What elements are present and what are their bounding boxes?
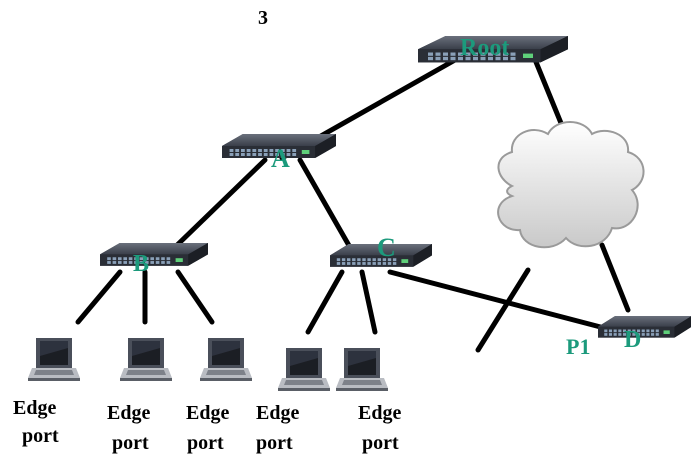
svg-text:Edge: Edge <box>256 402 299 424</box>
link-c-laptop4 <box>305 269 345 335</box>
svg-text:port: port <box>112 432 149 454</box>
laptop-icon <box>120 338 172 381</box>
svg-text:port: port <box>187 432 224 454</box>
laptop-icon <box>28 338 80 381</box>
link-c-laptop5 <box>359 269 378 335</box>
svg-text:Edge: Edge <box>13 397 56 419</box>
link-a-c <box>297 157 358 259</box>
link-cloud-stub <box>475 267 531 353</box>
svg-text:Edge: Edge <box>358 402 401 424</box>
laptop-icon <box>200 338 252 381</box>
edge-port-label-1: Edge port <box>13 397 59 447</box>
switch-root-label: Root <box>460 35 509 61</box>
figure-number: 3 <box>258 7 268 29</box>
edge-port-label-4: Edge port <box>256 402 299 454</box>
switch-b[interactable] <box>100 243 208 266</box>
switch-c-label: C <box>377 233 396 262</box>
link-b-laptop1 <box>75 269 123 325</box>
laptop-icon <box>336 348 388 391</box>
edge-port-label-5: Edge port <box>358 402 401 454</box>
switch-d-label: D <box>624 327 641 353</box>
port-p1-label: P1 <box>566 334 590 359</box>
svg-text:port: port <box>22 425 59 447</box>
switch-a-label: A <box>271 144 290 173</box>
network-cloud-icon <box>497 121 645 249</box>
svg-text:Edge: Edge <box>107 402 150 424</box>
link-b-laptop3 <box>175 269 215 325</box>
svg-text:port: port <box>256 432 293 454</box>
link-a-b <box>169 157 268 253</box>
switch-b-label: B <box>133 251 149 277</box>
laptop-icon <box>278 348 330 391</box>
svg-text:port: port <box>362 432 399 454</box>
link-cloud-d <box>599 242 631 313</box>
edge-port-label-2: Edge port <box>107 402 150 454</box>
svg-text:Edge: Edge <box>186 402 229 424</box>
link-c-d <box>387 269 615 333</box>
edge-port-label-3: Edge port <box>186 402 229 454</box>
switch-d[interactable] <box>598 316 691 338</box>
